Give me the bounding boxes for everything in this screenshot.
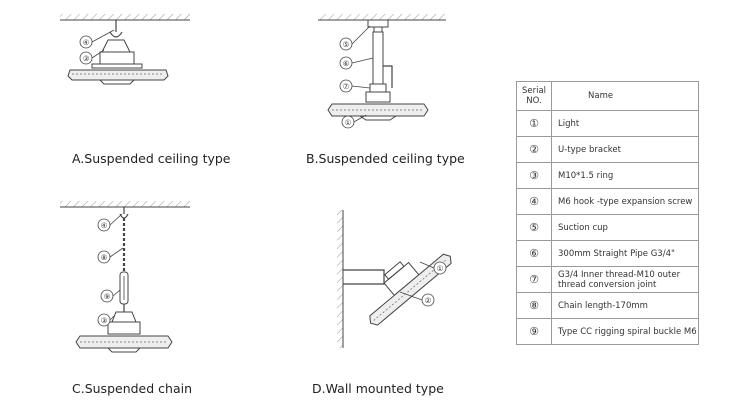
wall-bracket	[343, 269, 385, 285]
conversion-joint	[369, 83, 387, 93]
straight-pipe	[372, 31, 384, 85]
header-name: Name	[551, 81, 699, 111]
callout-label: ④	[83, 38, 90, 47]
ring-bracket	[101, 39, 131, 53]
row-serial: ④	[516, 188, 552, 215]
ceiling-hatch	[60, 14, 190, 20]
callout-label: ③	[101, 316, 108, 325]
figure-c	[60, 201, 190, 353]
row-serial: ⑧	[516, 292, 552, 319]
callout-label: ④	[101, 221, 108, 230]
row-name: Light	[551, 110, 699, 137]
row-serial: ②	[516, 136, 552, 163]
callout-label: ⑥	[343, 59, 350, 68]
row-name: M10*1.5 ring	[551, 162, 699, 189]
row-name: Chain length-170mm	[551, 292, 699, 319]
light-lens	[99, 79, 135, 85]
row-serial: ⑨	[516, 318, 552, 345]
header-serial: Serial NO.	[516, 81, 552, 111]
row-name: G3/4 Inner thread-M10 outer thread conve…	[551, 266, 699, 293]
hook	[109, 31, 123, 38]
tilted-light	[369, 253, 452, 326]
caption-d: D.Wall mounted type	[312, 381, 444, 396]
driver-box	[99, 51, 135, 65]
cable	[383, 65, 393, 88]
figure-d	[337, 210, 452, 348]
callout-label: ③	[83, 54, 90, 63]
callout-label: ①	[437, 264, 444, 273]
row-serial: ①	[516, 110, 552, 137]
row-serial: ⑥	[516, 240, 552, 267]
row-serial: ③	[516, 162, 552, 189]
callout-label: ⑤	[343, 40, 350, 49]
caption-b: B.Suspended ceiling type	[306, 151, 465, 166]
callout-label: ⑧	[101, 253, 108, 262]
caption-c: C.Suspended chain	[72, 381, 193, 396]
driver-plate	[91, 63, 143, 69]
row-serial: ⑦	[516, 266, 552, 293]
callout-label: ①	[345, 118, 352, 127]
row-name: M6 hook -type expansion screw	[551, 188, 699, 215]
callout-label: ⑦	[343, 82, 350, 91]
figure-b	[318, 14, 446, 129]
suction-cup	[367, 19, 389, 28]
row-name: U-type bracket	[551, 136, 699, 163]
figure-a	[60, 14, 190, 85]
callout-label: ⑨	[104, 292, 111, 301]
row-name: Suction cup	[551, 214, 699, 241]
row-name: Type CC rigging spiral buckle M6	[551, 318, 699, 345]
row-serial: ⑤	[516, 214, 552, 241]
row-name: 300mm Straight Pipe G3/4"	[551, 240, 699, 267]
callout-label: ②	[425, 296, 432, 305]
caption-a: A.Suspended ceiling type	[72, 151, 231, 166]
light-body	[67, 69, 169, 81]
table-header-row: Serial NO. Name	[516, 81, 699, 111]
